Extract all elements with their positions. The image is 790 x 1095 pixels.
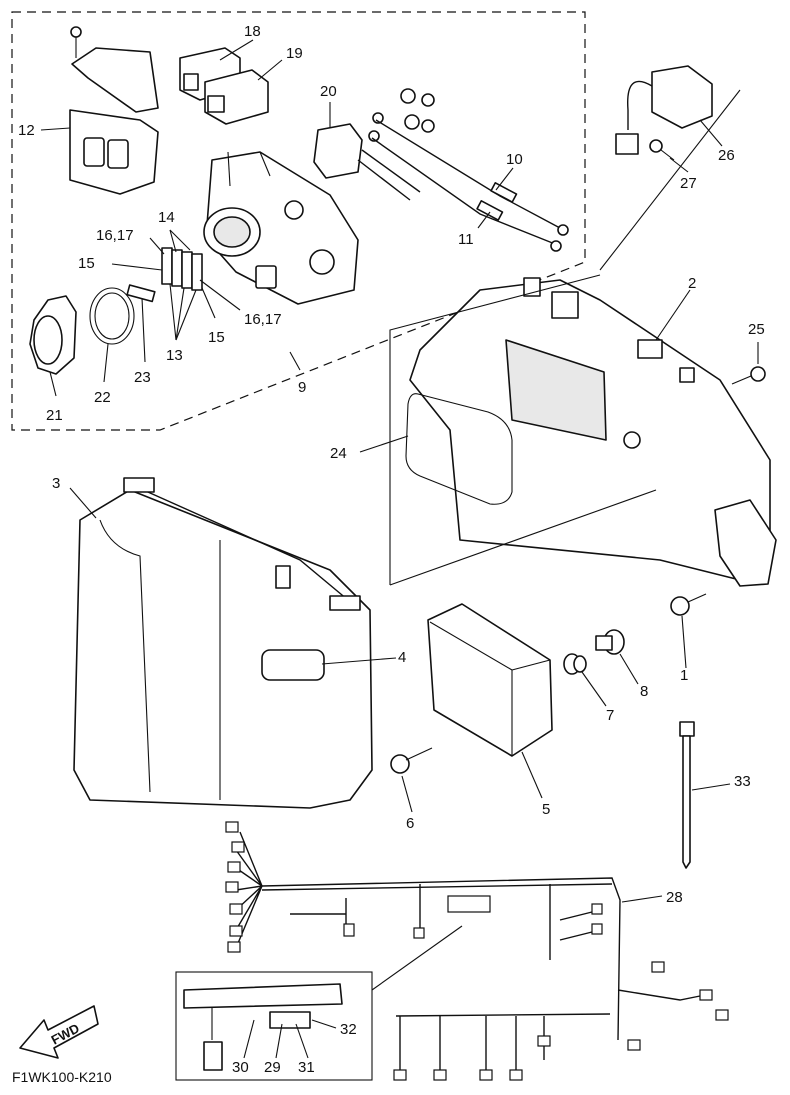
callout-labels: 1 2 3 4 5 6 7 8 9 10 11 12 13 14 15 15 1…: [18, 23, 765, 1076]
part-22-o-ring: [89, 287, 135, 345]
callout-19: 19: [286, 45, 303, 62]
callout-29: 29: [264, 1059, 281, 1076]
part-3-cover: [73, 477, 373, 809]
callout-4: 4: [398, 649, 406, 666]
callout-23: 23: [134, 369, 151, 386]
leader-lines: [40, 39, 759, 1059]
fwd-arrow-icon: FWD: [19, 1005, 99, 1059]
callout-32: 32: [340, 1021, 357, 1038]
part-19-relay: [204, 69, 269, 125]
inset-detail: [175, 925, 463, 1081]
part-7-grommet: [563, 653, 587, 675]
callout-16-17-bottom: 16,17: [244, 311, 282, 328]
part-33-cable-tie: [679, 721, 695, 869]
callout-2: 2: [688, 275, 696, 292]
part-6-bolt: [390, 747, 433, 774]
part-2-electrical-box: [409, 277, 777, 587]
part-28-wiring-harness: [225, 821, 729, 1081]
callout-7: 7: [606, 707, 614, 724]
part-1-bolt: [670, 593, 707, 616]
diagram-code: F1WK100-K210: [12, 1069, 112, 1085]
part-4-label: [261, 649, 325, 681]
part-27-bolt: [649, 139, 675, 161]
callout-24: 24: [330, 445, 347, 462]
box-perspective-lines: [389, 89, 741, 586]
callout-25: 25: [748, 321, 765, 338]
callout-22: 22: [94, 389, 111, 406]
callout-21: 21: [46, 407, 63, 424]
callout-6: 6: [406, 815, 414, 832]
callout-10: 10: [506, 151, 523, 168]
part-8-collar: [595, 629, 625, 655]
callout-1: 1: [680, 667, 688, 684]
callout-8: 8: [640, 683, 648, 700]
part-25-bolt: [731, 366, 766, 385]
callout-27: 27: [680, 175, 697, 192]
callout-3: 3: [52, 475, 60, 492]
part-23-fuse: [126, 284, 156, 303]
part-21-cap: [29, 295, 77, 375]
part-24-gasket: [405, 393, 513, 505]
fwd-label: FWD: [49, 1020, 82, 1047]
callout-26: 26: [718, 147, 735, 164]
electrical-box-housing: [203, 151, 359, 305]
callout-15-left: 15: [78, 255, 95, 272]
group-9-boundary: [11, 11, 586, 431]
callout-14: 14: [158, 209, 175, 226]
callout-12: 12: [18, 122, 35, 139]
part-10-11-cables: [357, 88, 569, 252]
callout-15-right: 15: [208, 329, 225, 346]
part-12-cover: [69, 26, 159, 195]
callout-30: 30: [232, 1059, 249, 1076]
part-26-sensor: [615, 65, 713, 155]
callout-9: 9: [298, 379, 306, 396]
callout-31: 31: [298, 1059, 315, 1076]
part-13-terminal-block: [161, 247, 203, 291]
callout-33: 33: [734, 773, 751, 790]
callout-11: 11: [458, 231, 474, 248]
callout-28: 28: [666, 889, 683, 906]
callout-16-17-top: 16,17: [96, 227, 134, 244]
callout-13: 13: [166, 347, 183, 364]
part-5-ecu: [427, 603, 553, 757]
callout-5: 5: [542, 801, 550, 818]
callout-20: 20: [320, 83, 337, 100]
callout-18: 18: [244, 23, 261, 40]
part-20-sensor: [313, 123, 363, 179]
